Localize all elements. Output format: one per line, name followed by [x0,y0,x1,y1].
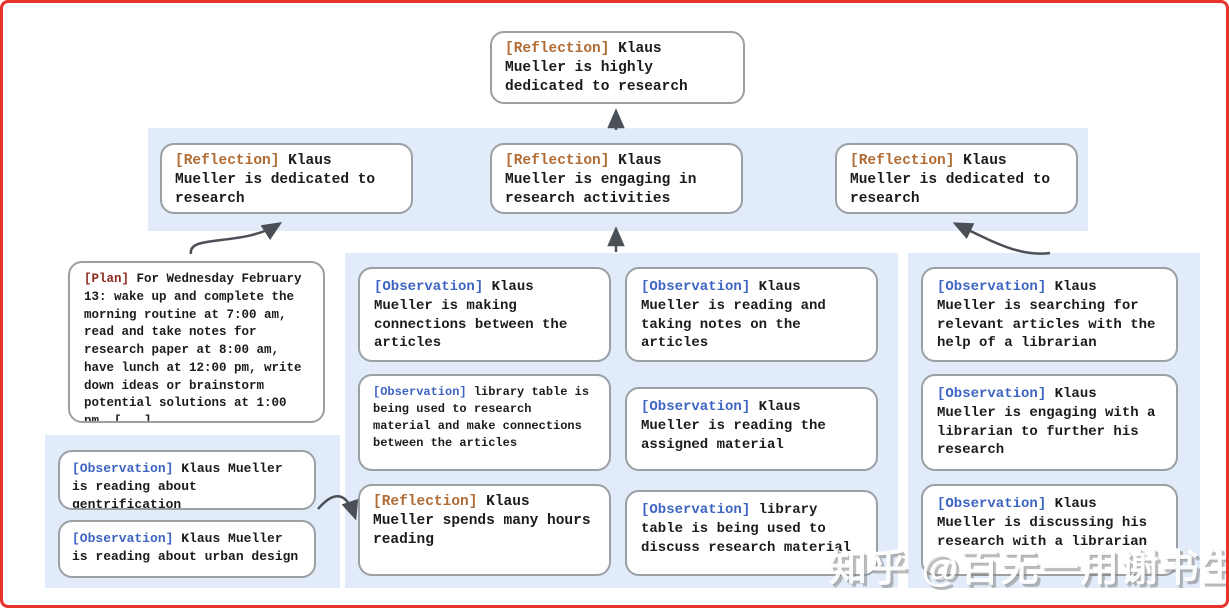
observation-tag: [Observation] [937,279,1047,295]
edge-right-to-reflection-right [952,222,1051,255]
observation-tag: [Observation] [72,461,174,476]
observation-node-making-connections: [Observation] Klaus Mueller is making co… [358,267,611,362]
observation-node-discussing-research: [Observation] Klaus Mueller is discussin… [921,484,1178,576]
reflection-node-right: [Reflection] Klaus Mueller is dedicated … [835,143,1078,214]
node-text: Klaus Mueller is dedicated to research [850,153,1051,208]
reflection-node-hours-reading: [Reflection] Klaus Mueller spends many h… [358,484,611,576]
observation-node-engaging-librarian: [Observation] Klaus Mueller is engaging … [921,374,1178,471]
observation-tag: [Observation] [373,385,467,399]
observation-tag: [Observation] [641,399,751,415]
reflection-tag: [Reflection] [175,153,280,169]
reflection-node-left: [Reflection] Klaus Mueller is dedicated … [160,143,413,214]
node-text: Klaus Mueller is dedicated to research [175,153,376,208]
root-reflection-node: [Reflection] Klaus Mueller is highly ded… [490,31,745,104]
node-text: Klaus Mueller spends many hours reading [373,494,591,549]
node-text: Klaus Mueller is engaging with a librari… [937,386,1156,459]
node-text: library table is being used to discuss r… [641,502,852,556]
node-text: Klaus Mueller is reading the assigned ma… [641,399,826,453]
observation-tag: [Observation] [641,502,751,518]
edge-plan-to-reflection-left [189,221,283,255]
node-text: Klaus Mueller is reading about gentrific… [72,461,283,510]
observation-node-searching-articles: [Observation] Klaus Mueller is searching… [921,267,1178,362]
observation-tag: [Observation] [937,386,1047,402]
observation-node-taking-notes: [Observation] Klaus Mueller is reading a… [625,267,878,362]
reflection-node-center: [Reflection] Klaus Mueller is engaging i… [490,143,743,214]
reflection-tag: [Reflection] [373,494,478,510]
observation-node-assigned-material: [Observation] Klaus Mueller is reading t… [625,387,878,471]
node-text: Klaus Mueller is highly dedicated to res… [505,41,688,96]
reflection-tag: [Reflection] [505,41,610,57]
node-text: Klaus Mueller is engaging in research ac… [505,153,697,208]
node-text: Klaus Mueller is reading about urban des… [72,531,299,564]
observation-node-gentrification: [Observation] Klaus Mueller is reading a… [58,450,316,510]
node-text: Klaus Mueller is searching for relevant … [937,279,1156,352]
plan-tag: [Plan] [84,272,130,286]
observation-node-library-table-research: [Observation] library table is being use… [358,374,611,471]
observation-node-library-table-discuss: [Observation] library table is being use… [625,490,878,576]
tree-edges [189,108,1051,521]
node-text: library table is being used to research … [373,385,590,451]
observation-tag: [Observation] [374,279,484,295]
observation-node-urban-design: [Observation] Klaus Mueller is reading a… [58,520,316,578]
observation-tag: [Observation] [937,496,1047,512]
reflection-tag: [Reflection] [505,153,610,169]
node-text: Klaus Mueller is making connections betw… [374,279,568,352]
node-text: Klaus Mueller is discussing his research… [937,496,1148,550]
edge-left-obs-to-reflection [317,494,359,521]
observation-tag: [Observation] [72,531,174,546]
plan-node: [Plan] For Wednesday February 13: wake u… [68,261,325,423]
observation-tag: [Observation] [641,279,751,295]
node-text: Klaus Mueller is reading and taking note… [641,279,826,352]
reflection-tag: [Reflection] [850,153,955,169]
node-text: For Wednesday February 13: wake up and c… [84,272,302,423]
